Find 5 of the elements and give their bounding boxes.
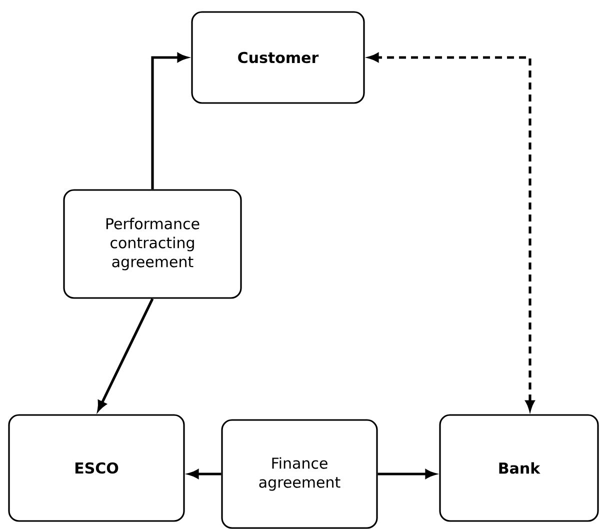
process-box: Bank: [439, 414, 599, 522]
process-box: ESCO: [8, 414, 185, 522]
process-box: Performance contracting agreement: [63, 189, 242, 299]
process-box: Customer: [191, 11, 365, 104]
process-box: Finance agreement: [221, 419, 378, 529]
